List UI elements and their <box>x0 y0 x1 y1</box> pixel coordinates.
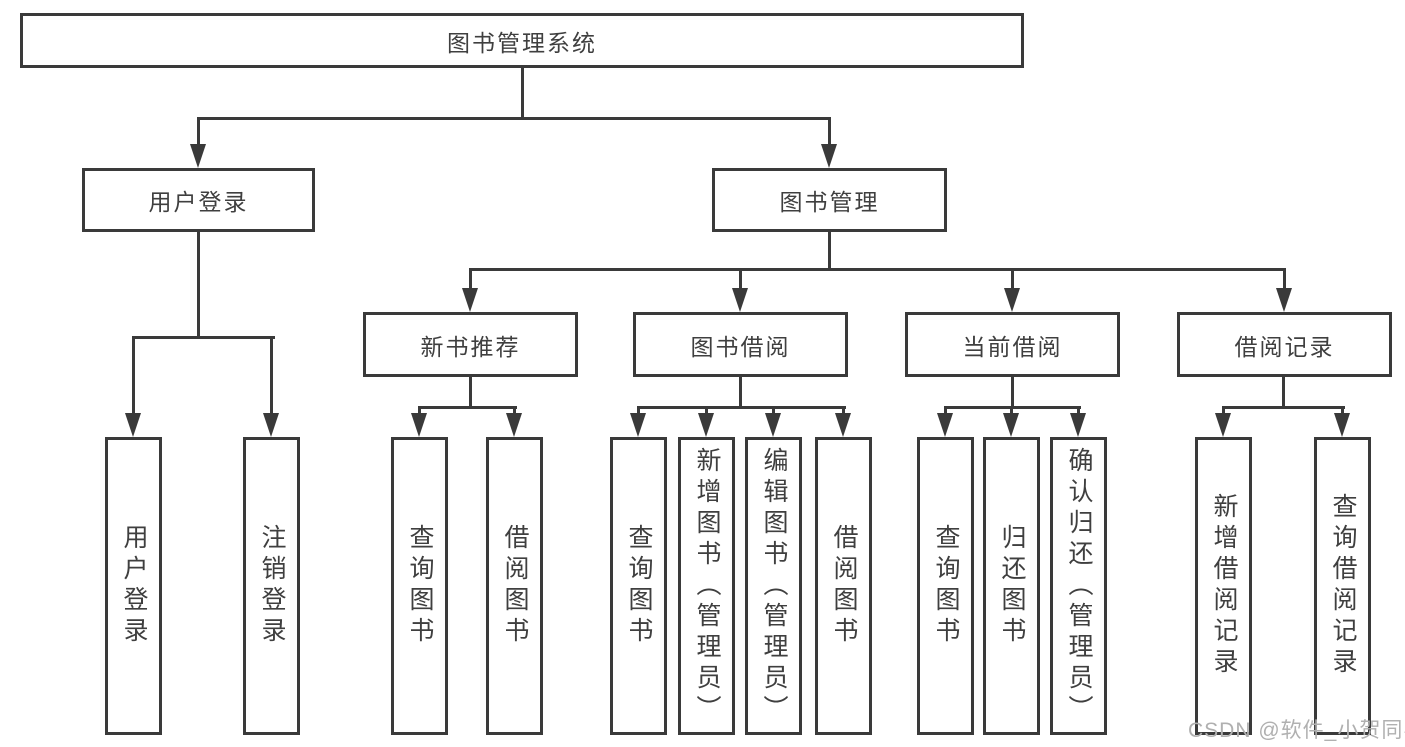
arrowhead-icon <box>937 413 953 437</box>
connector-line <box>418 406 517 409</box>
leaf-borrow-books-recommend: 借阅图书 <box>486 437 543 735</box>
connector-line <box>1011 268 1014 292</box>
connector-line <box>1010 406 1013 417</box>
connector-line <box>197 117 831 120</box>
leaf-return-book: 归还图书 <box>983 437 1040 735</box>
node-user-login: 用户登录 <box>82 168 315 232</box>
arrowhead-icon <box>1004 288 1020 312</box>
node-book-management: 图书管理 <box>712 168 947 232</box>
connector-line <box>197 117 200 150</box>
arrowhead-icon <box>1003 413 1019 437</box>
node-new-book-recommend: 新书推荐 <box>363 312 578 377</box>
arrowhead-icon <box>1070 413 1086 437</box>
connector-line <box>944 406 947 417</box>
leaf-user-login: 用户登录 <box>105 437 162 735</box>
arrowhead-icon <box>698 413 714 437</box>
connector-line <box>1282 376 1285 409</box>
node-book-borrow: 图书借阅 <box>633 312 848 377</box>
connector-line <box>469 268 472 292</box>
connector-line <box>469 376 472 409</box>
connector-line <box>270 336 273 417</box>
leaf-borrow-books: 借阅图书 <box>815 437 872 735</box>
connector-line <box>1341 406 1344 417</box>
arrowhead-icon <box>821 144 837 168</box>
connector-line <box>637 406 846 409</box>
connector-line <box>1283 268 1286 292</box>
connector-line <box>521 68 524 120</box>
arrowhead-icon <box>190 144 206 168</box>
connector-line <box>418 406 421 417</box>
connector-line <box>739 376 742 409</box>
arrowhead-icon <box>1215 413 1231 437</box>
connector-line <box>132 336 135 417</box>
arrowhead-icon <box>1276 288 1292 312</box>
connector-line <box>1077 406 1080 417</box>
leaf-query-books-recommend: 查询图书 <box>391 437 448 735</box>
leaf-edit-book-admin: 编辑图书（管理员） <box>745 437 802 735</box>
node-borrow-records: 借阅记录 <box>1177 312 1392 377</box>
leaf-confirm-return-admin: 确认归还（管理员） <box>1050 437 1107 735</box>
arrowhead-icon <box>462 288 478 312</box>
connector-line <box>637 406 640 417</box>
connector-line <box>1222 406 1225 417</box>
connector-line <box>132 336 275 339</box>
node-current-borrow: 当前借阅 <box>905 312 1120 377</box>
connector-line <box>197 232 200 339</box>
leaf-add-book-admin: 新增图书（管理员） <box>678 437 735 735</box>
arrowhead-icon <box>506 413 522 437</box>
leaf-add-borrow-record: 新增借阅记录 <box>1195 437 1252 735</box>
leaf-query-books-current: 查询图书 <box>917 437 974 735</box>
leaf-logout: 注销登录 <box>243 437 300 735</box>
arrowhead-icon <box>411 413 427 437</box>
arrowhead-icon <box>630 413 646 437</box>
connector-line <box>513 406 516 417</box>
connector-line <box>828 232 831 271</box>
connector-line <box>1222 406 1345 409</box>
arrowhead-icon <box>125 413 141 437</box>
connector-line <box>705 406 708 417</box>
watermark: CSDN @软件_小贺同学 <box>1188 719 1405 742</box>
leaf-query-books-borrow: 查询图书 <box>610 437 667 735</box>
arrowhead-icon <box>732 288 748 312</box>
leaf-query-borrow-record: 查询借阅记录 <box>1314 437 1371 735</box>
arrowhead-icon <box>263 413 279 437</box>
connector-line <box>469 268 1286 271</box>
node-root: 图书管理系统 <box>20 13 1024 68</box>
arrowhead-icon <box>835 413 851 437</box>
arrowhead-icon <box>765 413 781 437</box>
connector-line <box>739 268 742 292</box>
connector-line <box>1011 376 1014 409</box>
connector-line <box>842 406 845 417</box>
connector-line <box>828 117 831 150</box>
arrowhead-icon <box>1334 413 1350 437</box>
connector-line <box>772 406 775 417</box>
